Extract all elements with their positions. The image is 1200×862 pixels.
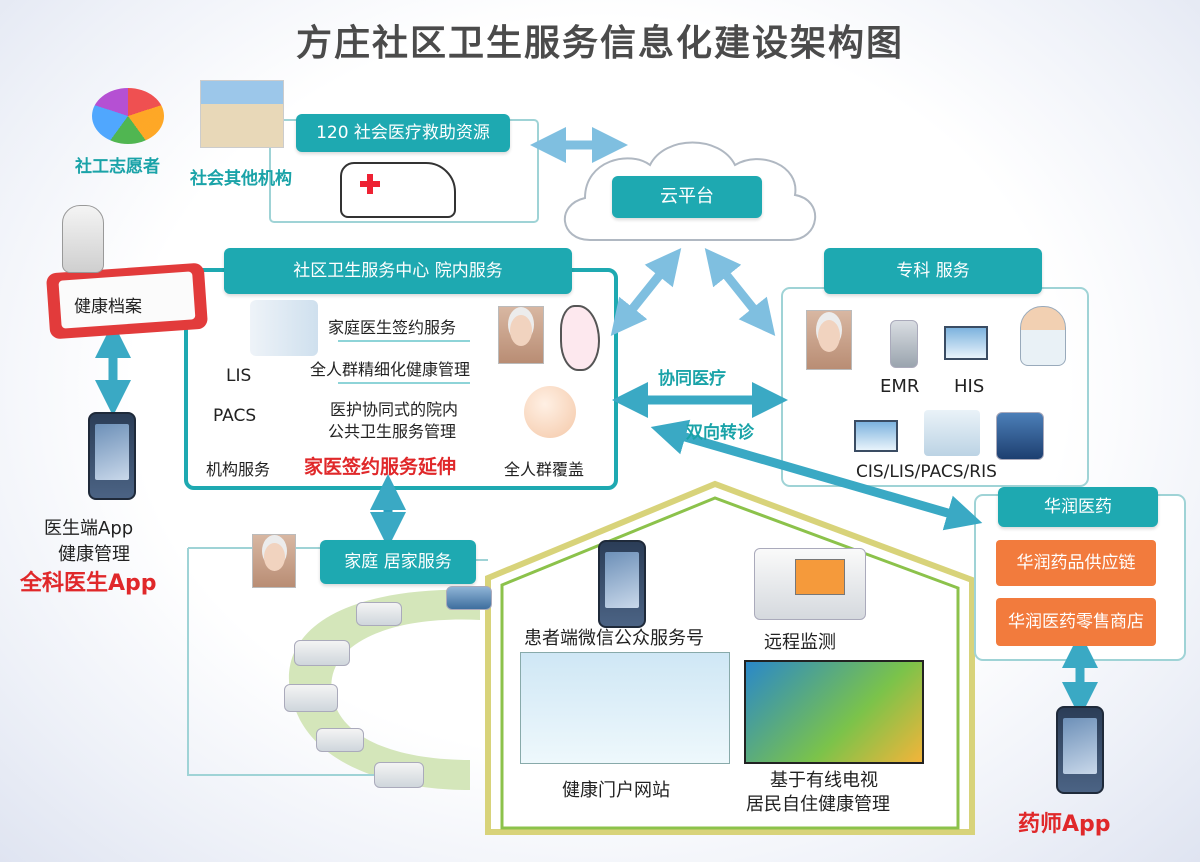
bp-monitor-icon bbox=[284, 684, 338, 712]
emergency-resources-bar: 120 社会医疗救助资源 bbox=[296, 114, 510, 152]
his-label: HIS bbox=[954, 376, 985, 397]
home-service-bar: 家庭 居家服务 bbox=[320, 540, 476, 584]
center-header-bar: 社区卫生服务中心 院内服务 bbox=[224, 248, 572, 294]
fine-health-mgmt: 全人群精细化健康管理 bbox=[310, 360, 471, 379]
collab-medical-label: 协同医疗 bbox=[658, 369, 726, 389]
volunteer-icon bbox=[92, 88, 164, 144]
other-org-label: 社会其他机构 bbox=[190, 169, 292, 189]
full-coverage-label: 全人群覆盖 bbox=[504, 460, 585, 479]
pulse-oximeter-icon bbox=[316, 728, 364, 752]
elder-photo-center bbox=[498, 306, 544, 364]
health-portal-screenshot bbox=[520, 652, 730, 764]
cis-computer-icon bbox=[854, 420, 898, 452]
arrow-cloud-center bbox=[610, 247, 682, 337]
bp-cuff-icon bbox=[294, 640, 350, 666]
page-title: 方庄社区卫生服务信息化建设架构图 bbox=[295, 23, 904, 64]
family-doctor-sign: 家庭医生签约服务 bbox=[328, 318, 457, 337]
collab-line2: 公共卫生服务管理 bbox=[328, 422, 457, 441]
pharmacy-header-bar: 华润医药 bbox=[998, 487, 1158, 527]
collab-line1: 医护协同式的院内 bbox=[330, 400, 459, 419]
remote-bp-monitor-icon bbox=[754, 548, 866, 620]
building-image bbox=[200, 80, 284, 148]
retail-store-bar: 华润医药零售商店 bbox=[996, 598, 1156, 646]
ecg-device-icon bbox=[374, 762, 424, 788]
elder-photo-home bbox=[252, 534, 296, 588]
server-rack-icon bbox=[996, 412, 1044, 460]
doctor-figure-icon bbox=[62, 205, 104, 273]
health-record-label: 健康档案 bbox=[74, 297, 142, 317]
referral-label: 双向转诊 bbox=[686, 423, 754, 443]
ambulance-icon bbox=[340, 162, 456, 218]
wechat-service-label: 患者端微信公众服务号 bbox=[524, 628, 704, 649]
pacs-label: PACS bbox=[213, 406, 257, 426]
volunteer-label: 社工志愿者 bbox=[75, 157, 160, 177]
doctors-photo bbox=[250, 300, 318, 356]
elder-photo-specialty bbox=[806, 310, 852, 370]
extension-label: 家医签约服务延伸 bbox=[304, 456, 457, 478]
glucose-meter-icon bbox=[446, 586, 492, 610]
pharmacist-phone-icon bbox=[1056, 706, 1104, 794]
tv-screenshot bbox=[744, 660, 924, 764]
baby-icon bbox=[524, 386, 576, 438]
doctor-app-line2: 健康管理 bbox=[58, 544, 130, 565]
cloud-platform-bar: 云平台 bbox=[612, 176, 762, 218]
weight-scale-icon bbox=[356, 602, 402, 626]
gp-app-label: 全科医生App bbox=[20, 571, 157, 596]
doctor-avatar-icon bbox=[1020, 306, 1066, 366]
arrow-cloud-specialty bbox=[704, 247, 776, 337]
arrow-referral bbox=[650, 419, 983, 531]
tv-label-line1: 基于有线电视 bbox=[770, 770, 878, 791]
pregnancy-icon bbox=[560, 305, 600, 371]
tv-label-line2: 居民自住健康管理 bbox=[746, 794, 890, 815]
cis-label: CIS/LIS/PACS/RIS bbox=[856, 462, 997, 482]
patient-care-image bbox=[924, 410, 980, 456]
remote-monitor-label: 远程监测 bbox=[764, 632, 836, 653]
lis-label: LIS bbox=[226, 366, 252, 386]
institution-service: 机构服务 bbox=[206, 460, 271, 479]
emr-label: EMR bbox=[880, 376, 920, 397]
specialty-header-bar: 专科 服务 bbox=[824, 248, 1042, 294]
patient-phone-icon bbox=[598, 540, 646, 628]
doctor-phone-icon bbox=[88, 412, 136, 500]
supply-chain-bar: 华润药品供应链 bbox=[996, 540, 1156, 586]
pharmacist-app-label: 药师App bbox=[1018, 812, 1111, 837]
doctor-app-line1: 医生端App bbox=[44, 518, 134, 539]
his-computer-icon bbox=[944, 326, 988, 360]
health-portal-label: 健康门户网站 bbox=[562, 780, 670, 801]
emr-server-icon bbox=[890, 320, 918, 368]
